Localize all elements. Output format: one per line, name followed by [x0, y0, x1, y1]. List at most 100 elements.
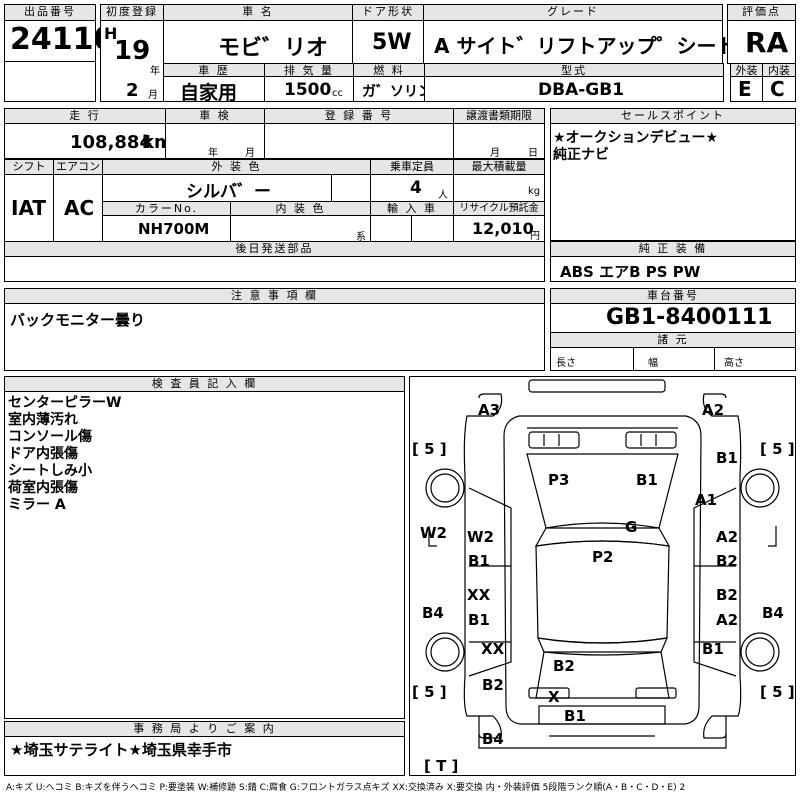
- tire-depth-rr: [ 5 ]: [760, 683, 795, 701]
- door-type: 5W: [372, 30, 412, 55]
- damage-mark: B2: [553, 657, 575, 675]
- wheel-front-right: [740, 468, 780, 508]
- damage-mark: B4: [422, 604, 444, 622]
- fuel: ガ゛ソリン: [362, 84, 432, 100]
- chassis-label: 車台番号: [550, 288, 796, 304]
- equipment-cell: [550, 256, 796, 282]
- tire-depth-rl: [ 5 ]: [412, 683, 447, 701]
- wheel-rear-left: [425, 632, 465, 672]
- transfer-month-unit: 月: [490, 148, 500, 159]
- right-mirror: [768, 526, 777, 547]
- history: 自家用: [180, 82, 238, 104]
- ext-cell: [730, 76, 763, 102]
- score-cell: [727, 20, 796, 64]
- wheel-rear-right: [740, 632, 780, 672]
- damage-mark: XX: [481, 640, 505, 658]
- damage-mark: A2: [702, 401, 725, 419]
- grade: A サイト゛リフトアップ゜シートシャ: [434, 34, 777, 58]
- reg-number-cell: [264, 123, 454, 159]
- int-color-cell: [230, 215, 371, 242]
- inspector-note: ドア内張傷: [8, 446, 78, 462]
- seats-label: 乗車定員: [370, 159, 454, 175]
- car-name: モビ゛リオ: [218, 36, 329, 61]
- rear-bumper: [478, 716, 727, 749]
- recycle-fee: 12,010: [472, 219, 534, 238]
- inspection-year-unit: 年: [208, 148, 218, 159]
- transfer-day-unit: 日: [528, 148, 538, 159]
- damage-mark: P3: [548, 471, 570, 489]
- int-label: 内装: [762, 63, 796, 77]
- rear-bumper-left: [528, 687, 570, 699]
- int-color-label: 内 装 色: [230, 201, 371, 216]
- ac-label: エアコン: [53, 159, 103, 175]
- reg-number-label: 登 録 番 号: [264, 108, 454, 124]
- int-color-unit: 系: [356, 232, 366, 243]
- mileage: 108,884: [70, 132, 152, 153]
- inspector-note: シートしみ小: [8, 463, 92, 479]
- ext-color-cell-2: [331, 174, 371, 202]
- windshield: [534, 522, 671, 547]
- shift-label: シフト: [4, 159, 54, 175]
- damage-mark: B4: [482, 730, 504, 748]
- inspector-note: センターピラーW: [8, 395, 122, 411]
- office-cell: [4, 736, 405, 776]
- spec-length-label: 長さ: [556, 358, 576, 369]
- mileage-cell: [4, 123, 166, 159]
- grade-label: グレード: [423, 4, 723, 21]
- displacement-unit: cc: [332, 88, 343, 99]
- import-label: 輸 入 車: [370, 201, 454, 216]
- sales-point: ★オークションデビュー★: [553, 130, 719, 146]
- damage-mark: B4: [762, 604, 784, 622]
- car-name-label: 車 名: [163, 4, 353, 21]
- body-outline: [503, 415, 702, 725]
- sales-cell: [550, 123, 796, 241]
- damage-mark: XX: [467, 586, 491, 604]
- reg-year-unit: 年: [150, 66, 160, 77]
- model-cell: [424, 76, 724, 102]
- seats-unit: 人: [438, 190, 448, 201]
- spec-height-label: 高さ: [724, 358, 744, 369]
- inspector-cell: [4, 391, 405, 719]
- inspector-notes: センターピラーW 室内薄汚れ コンソール傷 ドア内張傷 シートしみ小 荷室内張傷…: [8, 395, 121, 514]
- shift: IAT: [11, 196, 47, 220]
- damage-mark: B1: [716, 449, 738, 467]
- top-trim: [528, 379, 666, 393]
- inspector-label: 検 査 員 記 入 欄: [4, 376, 405, 392]
- equipment-label: 純 正 装 備: [550, 241, 796, 257]
- lot-no: 24110: [10, 22, 115, 57]
- notes: バックモニター曇り: [10, 311, 146, 329]
- office-note: ★埼玉サテライト★埼玉県幸手市: [10, 741, 232, 759]
- fuel-cell: [353, 76, 425, 102]
- history-cell: [163, 76, 265, 102]
- chassis-no: GB1-8400111: [606, 305, 773, 330]
- office-label: 事 務 局 よ り ご 案 内: [4, 721, 405, 737]
- first-reg-label: 初度登録: [100, 4, 164, 21]
- damage-mark: B2: [482, 676, 504, 694]
- seats: 4: [410, 178, 422, 198]
- left-doors: [468, 487, 512, 677]
- damage-mark: B1: [702, 640, 724, 658]
- inspector-note: 室内薄汚れ: [8, 412, 78, 428]
- inspection-label: 車 検: [165, 108, 265, 124]
- fuel-label: 燃 料: [353, 63, 425, 77]
- history-label: 車 歴: [163, 63, 265, 77]
- lot-no-cell: [4, 20, 96, 62]
- spec-length-cell: [550, 347, 634, 371]
- lot-no-label: 出品番号: [4, 4, 96, 21]
- transfer-cell: [453, 123, 545, 159]
- spec-height-cell: [714, 347, 796, 371]
- right-side-profile: [702, 393, 742, 739]
- color-no: NH700M: [138, 220, 210, 238]
- equipment: ABS エアB PS PW: [560, 263, 701, 281]
- notes-cell: [4, 303, 545, 371]
- damage-mark: B1: [564, 707, 586, 725]
- inspection-month-unit: 月: [245, 148, 255, 159]
- damage-mark: B2: [716, 552, 738, 570]
- wheel-front-left: [425, 468, 465, 508]
- shift-cell: [4, 174, 54, 242]
- rear-window: [537, 637, 668, 656]
- import-cell: [370, 215, 412, 242]
- reg-month-unit: 月: [148, 90, 158, 101]
- damage-mark: X: [548, 688, 560, 706]
- ext-color-label: 外 装 色: [102, 159, 371, 175]
